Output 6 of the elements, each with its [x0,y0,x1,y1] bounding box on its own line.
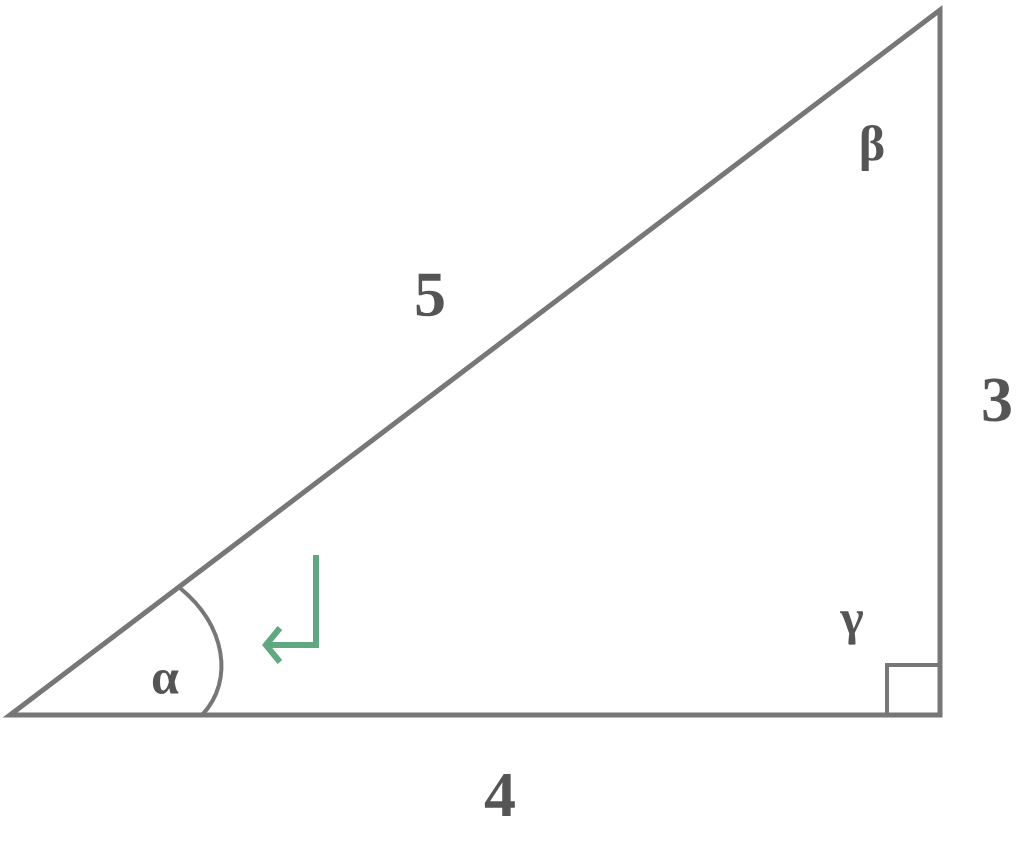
angle-label: γ [840,611,864,645]
angle-label: β [861,125,884,171]
angle-label: α [152,670,179,694]
side-label: 4 [484,773,515,817]
side-label: 3 [983,378,1011,422]
side-label: 5 [416,273,444,317]
